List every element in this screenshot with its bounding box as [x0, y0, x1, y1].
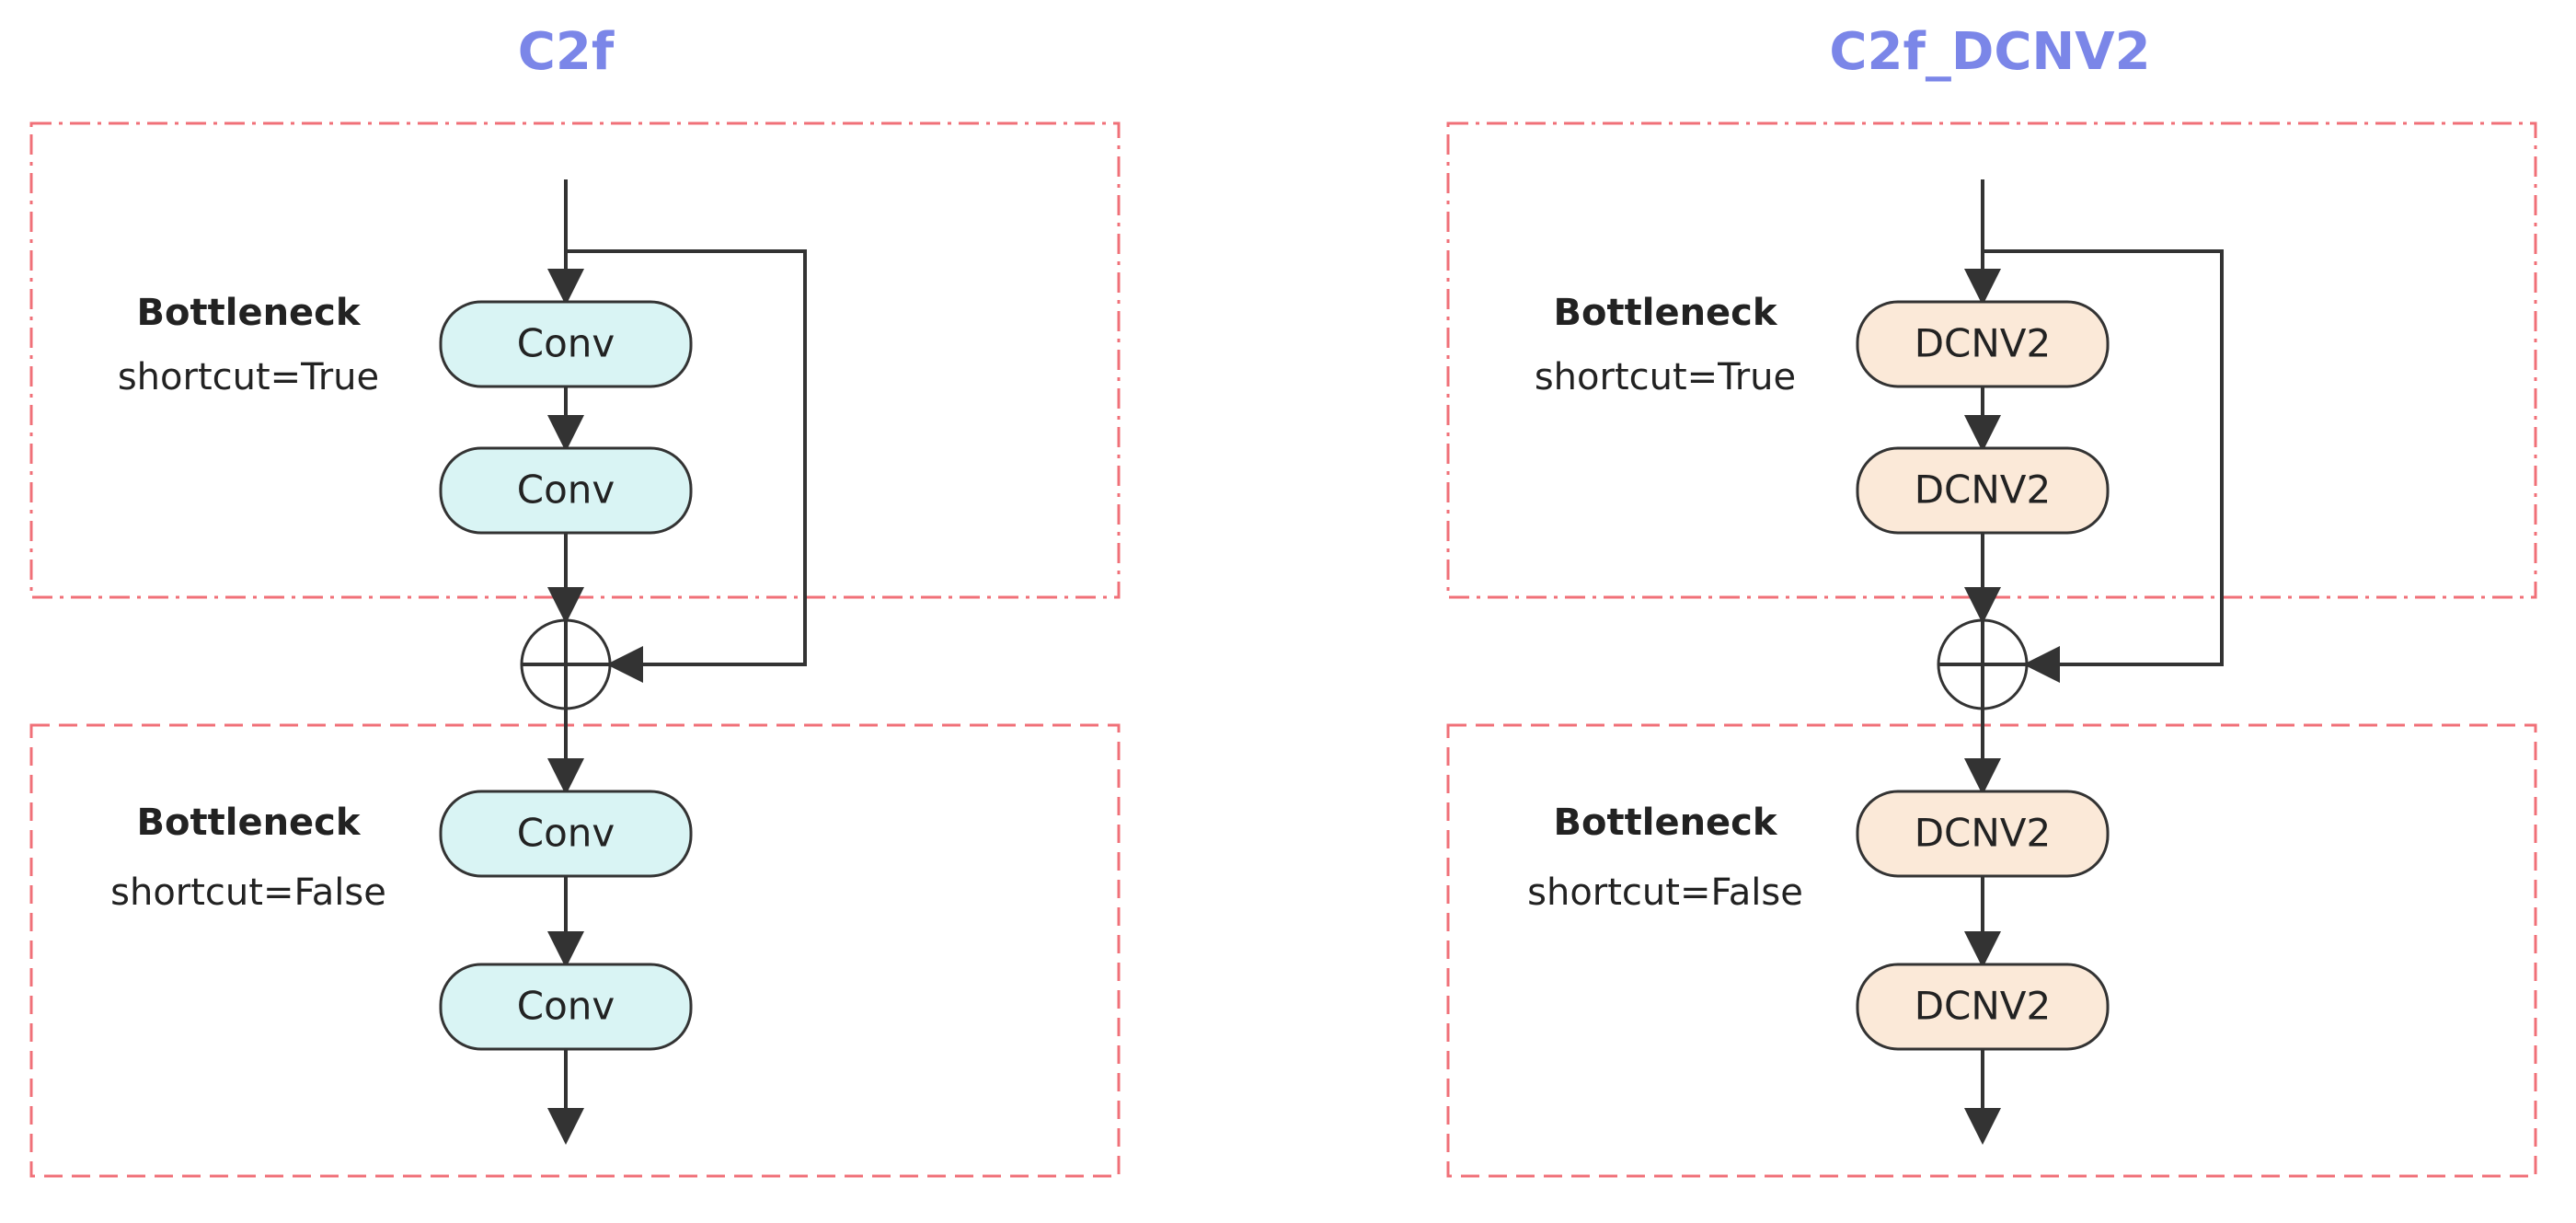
block-title: Bottleneck: [137, 292, 362, 334]
bottleneck-block-shortcut-false: [29, 723, 1121, 1178]
node-box: [1856, 300, 2110, 388]
shortcut-edge: [1983, 249, 2224, 683]
block-subtitle: shortcut=True: [118, 356, 379, 398]
node-label: DCNV2: [1915, 984, 2052, 1029]
node-box: [439, 790, 693, 878]
node-label: Conv: [517, 984, 615, 1029]
node-label: DCNV2: [1915, 467, 2052, 513]
panel-title: C2f: [518, 22, 615, 82]
bottleneck-block-shortcut-false: [1446, 723, 2537, 1178]
block-title: Bottleneck: [137, 802, 362, 844]
node-box: [1856, 790, 2110, 878]
block-title: Bottleneck: [1554, 292, 1778, 334]
node-box: [439, 446, 693, 535]
shortcut-edge: [566, 249, 807, 683]
node-label: DCNV2: [1915, 811, 2052, 856]
block-subtitle: shortcut=True: [1535, 356, 1796, 398]
node-box: [1856, 446, 2110, 535]
node-box: [1856, 963, 2110, 1051]
node-box: [439, 300, 693, 388]
node-label: Conv: [517, 467, 615, 513]
node-box: [439, 963, 693, 1051]
node-label: Conv: [517, 321, 615, 366]
panel-title: C2f_DCNV2: [1829, 22, 2150, 82]
node-label: Conv: [517, 811, 615, 856]
node-label: DCNV2: [1915, 321, 2052, 366]
block-title: Bottleneck: [1554, 802, 1778, 844]
block-subtitle: shortcut=False: [1527, 871, 1803, 914]
block-subtitle: shortcut=False: [110, 871, 386, 914]
